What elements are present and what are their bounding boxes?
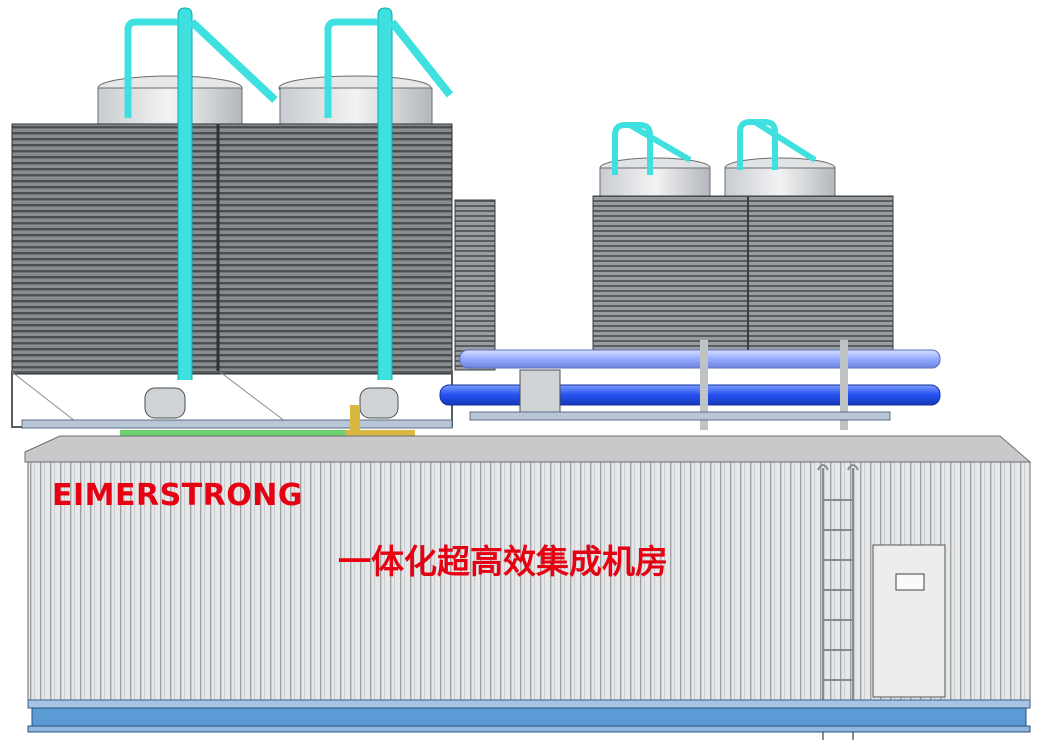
- container-roof: [24, 435, 1032, 463]
- container-wall: [27, 461, 1031, 703]
- base-frame: [27, 699, 1031, 733]
- cooling-tower-right-group: [592, 119, 894, 357]
- product-title: 一体化超高效集成机房: [338, 542, 668, 581]
- access-ladder: [817, 464, 859, 740]
- brand-label: EIMERSTRONG: [52, 478, 304, 513]
- cooling-tower-left-group: [11, 7, 496, 445]
- header-piping: [439, 340, 941, 430]
- service-door: [872, 544, 946, 698]
